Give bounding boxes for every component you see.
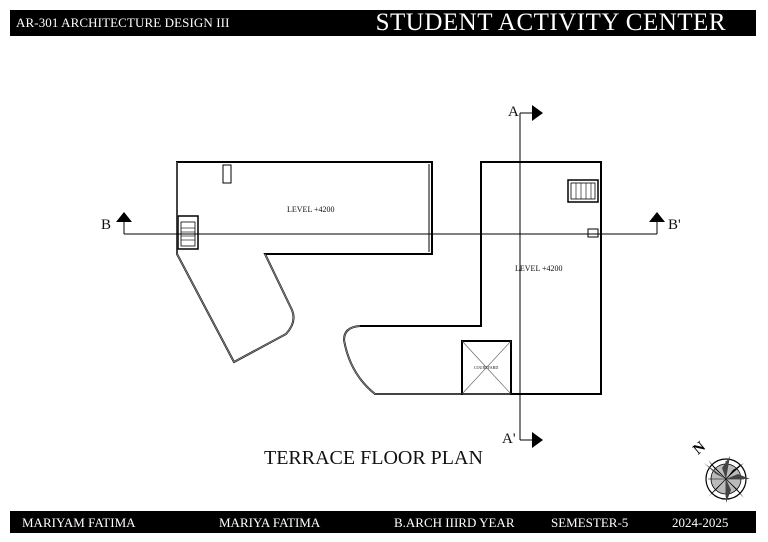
level-label-west: LEVEL +4200	[287, 205, 335, 214]
student-name-2: MARIYA FATIMA	[219, 515, 321, 530]
section-b-arrow-left	[116, 212, 132, 222]
student-name-1: MARIYAM FATIMA	[22, 515, 136, 530]
section-label-a-top: A	[508, 104, 519, 120]
courtyard-cross-2	[461, 340, 512, 395]
east-wing-outline	[342, 161, 602, 395]
section-a-arrow-top	[532, 105, 543, 121]
course-title: AR-301 ARCHITECTURE DESIGN III	[16, 15, 230, 30]
east-stair-core	[567, 179, 599, 203]
footer-bar: MARIYAM FATIMA MARIYA FATIMA B.ARCH IIIR…	[10, 511, 756, 533]
courtyard-void	[461, 340, 512, 395]
north-label: N	[690, 439, 709, 458]
level-label-east: LEVEL +4200	[515, 264, 563, 273]
west-roof-hatch	[222, 164, 232, 184]
section-a-arrow-bottom	[532, 432, 543, 448]
east-wing-curved-wall	[343, 325, 462, 395]
west-wing-outline	[176, 161, 433, 364]
east-roof-hatch	[587, 228, 599, 238]
west-wing-curved-wall	[176, 253, 294, 363]
program-label: B.ARCH IIIRD YEAR	[394, 515, 515, 530]
project-title: STUDENT ACTIVITY CENTER	[375, 9, 726, 36]
section-label-a-bottom: A'	[502, 431, 516, 447]
west-stair-core	[177, 215, 199, 250]
section-label-b-right: B'	[668, 217, 681, 233]
north-arrow-icon	[704, 456, 750, 503]
drawing-title: TERRACE FLOOR PLAN	[264, 447, 483, 469]
section-label-b-left: B	[101, 217, 112, 233]
section-b-arrow-right	[649, 212, 665, 222]
title-bar: AR-301 ARCHITECTURE DESIGN III STUDENT A…	[10, 9, 756, 36]
courtyard-label: COURTYARD	[474, 365, 499, 370]
semester-label: SEMESTER-5	[551, 515, 629, 530]
session-label: 2024-2025	[672, 515, 729, 530]
